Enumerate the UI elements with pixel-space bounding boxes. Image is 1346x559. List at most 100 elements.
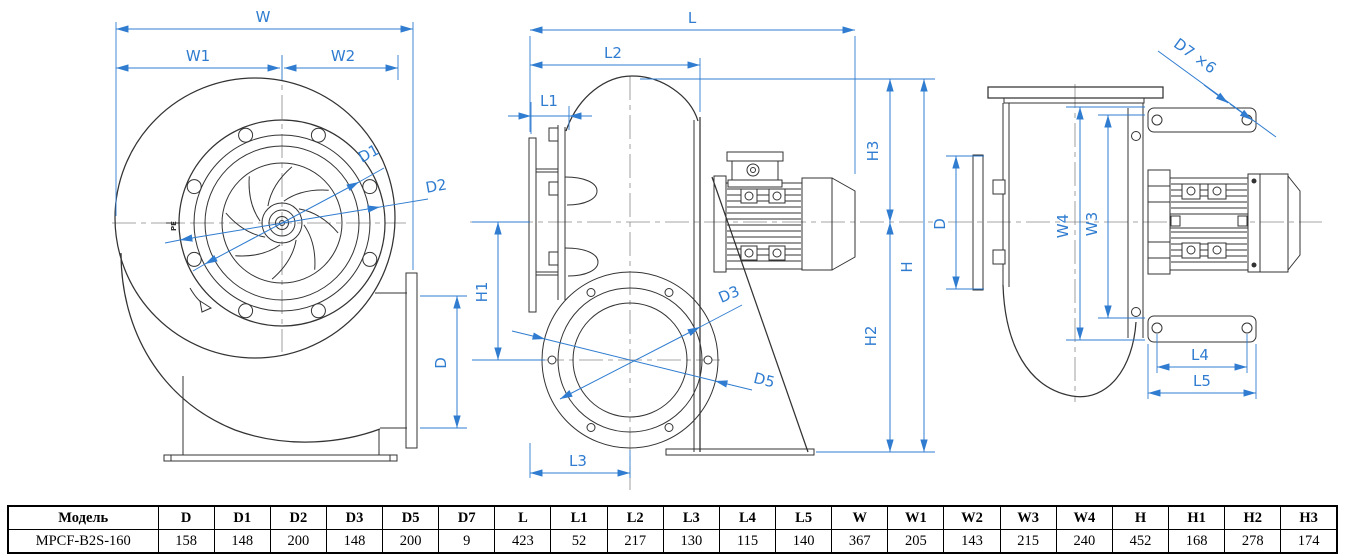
dim-label-d1: D1 — [355, 141, 382, 167]
dim-label-d-end: D — [931, 218, 949, 230]
clamp-bolt — [548, 251, 559, 266]
table-header-cell: D — [157, 505, 215, 530]
side-base-plate — [665, 448, 815, 456]
dim-label-d-front: D — [432, 357, 450, 369]
table-header-cell: L4 — [718, 505, 777, 530]
side-view: L L2 L1 H3 H2 H — [470, 9, 938, 492]
table-header-cell: Модель — [7, 505, 159, 530]
dim-label-d3: D3 — [716, 282, 742, 307]
dim-w1-w2: W1 W2 — [116, 47, 399, 80]
table-cell: 130 — [662, 529, 720, 554]
table-header-cell: D5 — [382, 505, 440, 530]
dim-label-l5: L5 — [1193, 372, 1211, 390]
motor-fins — [727, 188, 801, 262]
table-header-cell: W3 — [999, 505, 1057, 530]
table-cell: 278 — [1224, 529, 1282, 554]
dim-label-h1: H1 — [473, 282, 491, 303]
table-header-cell: D2 — [269, 505, 327, 530]
side-motor — [713, 151, 856, 273]
dim-h3: H3 — [640, 78, 935, 222]
dim-label-l3: L3 — [569, 452, 587, 470]
table-header-cell: H2 — [1224, 505, 1282, 530]
table-header-cell: H3 — [1280, 505, 1338, 530]
end-motor — [1147, 169, 1301, 275]
dim-label-l: L — [688, 9, 697, 27]
table-cell: 367 — [831, 529, 889, 554]
table-cell: MPCF-B2S-160 — [7, 529, 159, 554]
table-header-cell: L — [494, 505, 552, 530]
dim-label-h2: H2 — [862, 326, 880, 347]
table-header-cell: D7 — [438, 505, 496, 530]
outlet-flange-plate — [405, 272, 418, 449]
clamp-bolt — [992, 249, 1006, 265]
base-plate — [163, 454, 398, 462]
dim-label-d7: D7 ×6 — [1170, 35, 1219, 78]
dim-l4: L4 — [1156, 334, 1248, 373]
clamp-bolt — [992, 179, 1006, 195]
inlet-cone-ring — [564, 247, 599, 277]
table-cell: 240 — [1055, 529, 1113, 554]
dim-label-d2: D2 — [424, 175, 448, 196]
table-cell: 143 — [943, 529, 1001, 554]
top-mounting-bracket — [1147, 107, 1257, 133]
dim-h: H — [898, 79, 928, 452]
dim-label-h: H — [898, 261, 916, 272]
dim-label-w1: W1 — [186, 47, 210, 65]
dim-d-front: D — [420, 295, 467, 429]
table-cell: 423 — [494, 529, 552, 554]
dim-h1: H1 — [472, 221, 545, 361]
dim-w: W — [115, 8, 414, 270]
motor-body — [725, 182, 803, 270]
top-outlet-flange — [987, 86, 1164, 99]
motor-mount-flange — [713, 175, 727, 273]
table-header-cell: L5 — [775, 505, 833, 530]
table-cell: 158 — [157, 529, 215, 554]
table-cell: 200 — [269, 529, 327, 554]
dim-d7: D7 ×6 — [1157, 35, 1277, 138]
dim-w3: W3 — [1083, 114, 1145, 319]
side-housing — [528, 75, 815, 456]
end-view: D7 ×6 D W4 W3 L4 — [931, 35, 1322, 402]
table-cell: 205 — [887, 529, 945, 554]
dim-label-w3: W3 — [1083, 212, 1101, 236]
pe-ground-mark: PE — [166, 221, 180, 231]
table-cell: 174 — [1280, 529, 1338, 554]
dim-l5: L5 — [1147, 344, 1257, 399]
end-housing — [972, 86, 1257, 398]
table-header-cell: D1 — [213, 505, 271, 530]
dim-label-l2: L2 — [604, 44, 622, 62]
end-motor-cap — [1259, 173, 1289, 273]
pe-label: PE — [170, 221, 178, 231]
table-cell: 215 — [999, 529, 1057, 554]
table-header-cell: W4 — [1055, 505, 1113, 530]
inlet-flange — [178, 119, 386, 327]
dim-d-end: D — [931, 155, 984, 290]
clamp-bolt — [548, 181, 559, 196]
technical-drawing: PE W W1 W2 D1 D2 — [112, 8, 1322, 492]
dim-label-l1: L1 — [540, 92, 558, 110]
table-cell: 52 — [550, 529, 608, 554]
side-inlet-flange-disc — [528, 137, 537, 313]
table-cell: 148 — [213, 529, 271, 554]
scroll-bottom-curve — [1002, 284, 1137, 398]
dim-l3: L3 — [529, 443, 631, 478]
scroll-housing — [114, 77, 418, 462]
terminal-box — [726, 151, 784, 188]
dim-label-d5: D5 — [752, 369, 777, 392]
motor-end-cap — [801, 177, 833, 271]
table-header-cell: L1 — [550, 505, 608, 530]
dim-l1: L1 — [508, 92, 592, 134]
front-view: PE W W1 W2 D1 D2 — [112, 8, 467, 462]
dim-w4: W4 — [1054, 106, 1145, 341]
table-cell: 217 — [606, 529, 664, 554]
table-header-cell: W2 — [943, 505, 1001, 530]
table-header-cell: H — [1111, 505, 1170, 530]
dim-l2: L2 — [530, 44, 701, 112]
end-inlet-flange-disc — [972, 154, 984, 291]
table-header-cell: D3 — [325, 505, 384, 530]
